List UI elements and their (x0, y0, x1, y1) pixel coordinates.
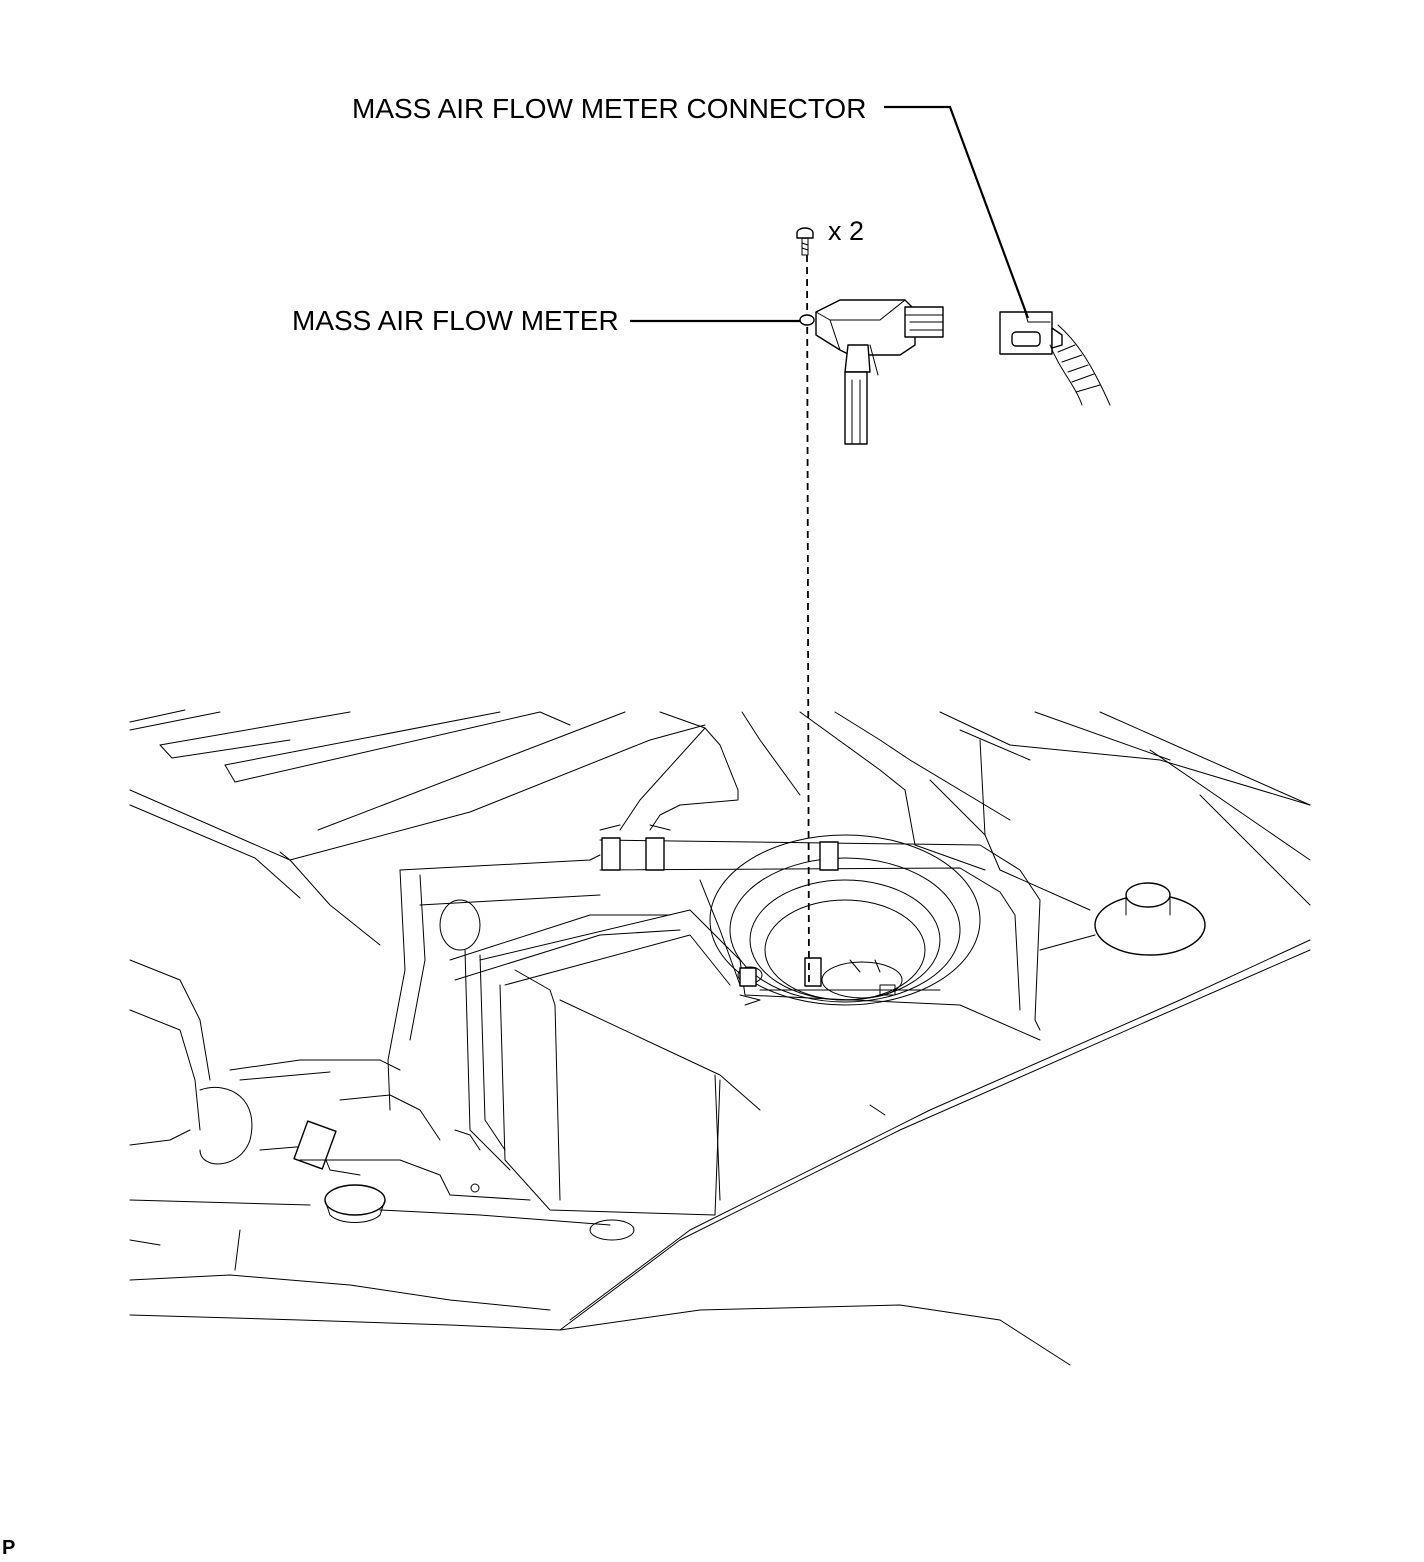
label-screw-quantity: x 2 (828, 216, 865, 246)
alignment-dashed-line (806, 254, 810, 986)
label-mass-air-flow-meter: MASS AIR FLOW METER (292, 305, 619, 336)
connector-leader-line (884, 105, 1030, 319)
corner-code: P (2, 1537, 16, 1559)
label-mass-air-flow-meter-connector: MASS AIR FLOW METER CONNECTOR (352, 93, 867, 124)
screw-icon (796, 227, 814, 256)
engine-bay-illustration (129, 709, 1311, 1366)
connector-icon (999, 311, 1111, 406)
mass-air-flow-meter-icon (799, 299, 944, 445)
